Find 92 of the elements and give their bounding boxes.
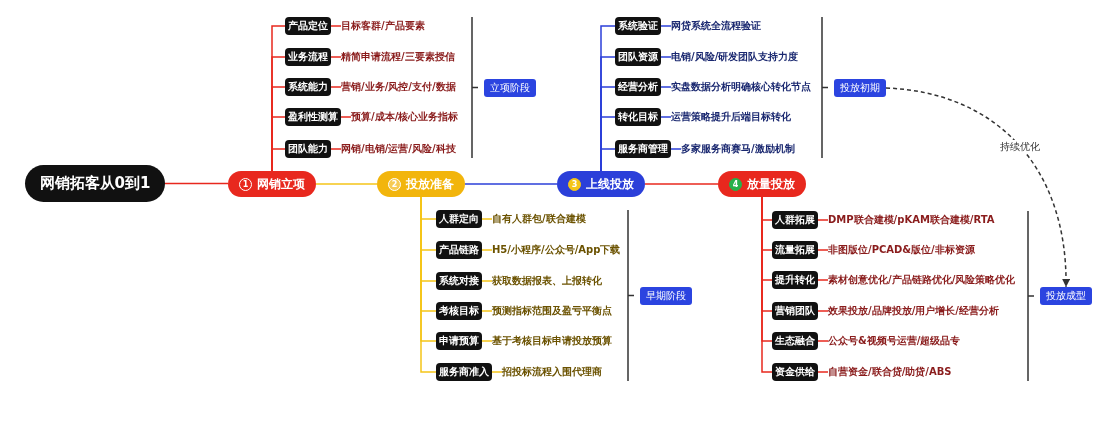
connector	[600, 148, 616, 172]
description-text: 素材创意优化/产品链路优化/风险策略优化	[828, 271, 1016, 289]
category-tag: 人群拓展	[772, 211, 818, 229]
connector	[817, 279, 829, 281]
stage-pill	[718, 171, 806, 197]
connector	[481, 249, 493, 251]
step-number: 4	[729, 177, 742, 191]
category-tag: 服务商准入	[436, 363, 492, 381]
connector	[164, 182, 229, 185]
description-text: DMP联合建模/pKAM联合建模/RTA	[828, 211, 995, 229]
description-text: 网销/电销/运营/风险/科技	[341, 140, 456, 158]
connector	[660, 56, 672, 58]
connector	[670, 148, 682, 150]
stage-pill	[228, 171, 316, 197]
description-text: 获取数据报表、上报转化	[492, 272, 602, 290]
connector	[481, 340, 493, 342]
connector	[491, 371, 503, 373]
connector	[330, 86, 342, 88]
connector	[660, 86, 672, 88]
stage-title: 网销立项	[257, 177, 305, 191]
category-tag: 营销团队	[772, 302, 818, 320]
description-text: 招投标流程入围代理商	[502, 363, 602, 381]
description-text: 预测指标范围及盈亏平衡点	[492, 302, 612, 320]
description-text: 精简申请流程/三要素授信	[341, 48, 455, 66]
phase-tag: 立项阶段	[484, 78, 536, 97]
connector	[464, 183, 558, 185]
stage-pill	[557, 171, 645, 197]
description-text: 网贷系统全流程验证	[671, 17, 761, 35]
phase-tag: 早期阶段	[640, 286, 692, 305]
connector	[315, 183, 378, 185]
description-text: 预算/成本/核心业务指标	[351, 108, 459, 126]
stage-title: 上线投放	[586, 177, 634, 191]
dashed-arrow	[885, 87, 1070, 288]
category-tag: 盈利性测算	[285, 108, 341, 126]
description-text: H5/小程序/公众号/App下载	[492, 241, 621, 259]
step-number: 2	[388, 177, 401, 191]
description-text: 实盘数据分析明确核心转化节点	[671, 78, 811, 96]
category-tag: 经营分析	[615, 78, 661, 96]
stage-pill	[377, 171, 465, 197]
connector	[330, 148, 342, 150]
category-tag: 系统验证	[615, 17, 661, 35]
category-tag: 系统对接	[436, 272, 482, 290]
category-tag: 人群定向	[436, 210, 482, 228]
description-text: 自有人群包/联合建模	[492, 210, 586, 228]
connector	[817, 219, 829, 221]
connector	[420, 196, 437, 373]
description-text: 公众号&视频号运营/超级品专	[828, 332, 961, 350]
description-text: 目标客群/产品要素	[341, 17, 425, 35]
connector	[481, 218, 493, 220]
category-tag: 提升转化	[772, 271, 818, 289]
category-tag: 考核目标	[436, 302, 482, 320]
phase-tag: 投放初期	[834, 78, 886, 97]
connector	[817, 340, 829, 342]
category-tag: 业务流程	[285, 48, 331, 66]
stage-title: 放量投放	[747, 177, 795, 191]
category-tag: 产品定位	[285, 17, 331, 35]
category-tag: 系统能力	[285, 78, 331, 96]
description-text: 电销/风险/研发团队支持力度	[671, 48, 799, 66]
category-tag: 资金供给	[772, 363, 818, 381]
connector	[817, 249, 829, 251]
connector	[761, 196, 773, 373]
edge-label: 持续优化	[998, 140, 1043, 154]
stage-title: 投放准备	[406, 177, 454, 191]
description-text: 自营资金/联合贷/助贷/ABS	[828, 363, 952, 381]
category-tag: 转化目标	[615, 108, 661, 126]
category-tag: 团队资源	[615, 48, 661, 66]
description-text: 效果投放/品牌投放/用户增长/经营分析	[828, 302, 999, 320]
category-tag: 申请预算	[436, 332, 482, 350]
category-tag: 生态融合	[772, 332, 818, 350]
description-text: 非图版位/PCAD&版位/非标资源	[828, 241, 975, 259]
connector	[481, 280, 493, 282]
description-text: 营销/业务/风控/支付/数据	[341, 78, 456, 96]
connector	[330, 25, 342, 27]
category-tag: 产品链路	[436, 241, 482, 259]
category-tag: 服务商管理	[615, 140, 671, 158]
connector	[660, 116, 672, 118]
description-text: 基于考核目标申请投放预算	[492, 332, 612, 350]
phase-tag: 投放成型	[1040, 287, 1092, 305]
description-text: 多家服务商赛马/激励机制	[681, 140, 795, 158]
connector	[660, 25, 672, 27]
description-text: 运营策略提升后端目标转化	[671, 108, 791, 126]
connector	[271, 148, 286, 172]
connector	[817, 371, 829, 373]
connector	[330, 56, 342, 58]
connector	[340, 116, 352, 118]
category-tag: 团队能力	[285, 140, 331, 158]
connector	[644, 183, 719, 185]
connector	[817, 310, 829, 312]
category-tag: 流量拓展	[772, 241, 818, 259]
step-number: 3	[568, 177, 581, 191]
central-topic: 网销拓客从0到1	[25, 165, 165, 202]
connector	[481, 310, 493, 312]
